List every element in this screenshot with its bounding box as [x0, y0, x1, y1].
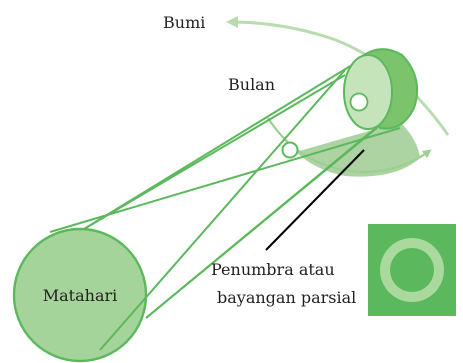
sun — [12, 227, 148, 363]
label-penumbra-line1: Penumbra atau — [211, 260, 335, 279]
label-moon: Bulan — [228, 75, 275, 94]
penumbra-inset — [368, 224, 456, 316]
light-beams — [49, 64, 401, 351]
moon-orbit-arrow — [267, 117, 432, 174]
earth — [343, 48, 418, 130]
penumbra-leader-line — [265, 149, 365, 251]
penumbra-shadow-region — [296, 122, 420, 177]
moon — [281, 141, 299, 159]
label-penumbra-line2: bayangan parsial — [217, 288, 356, 307]
earth-orbit-arrow — [226, 16, 450, 136]
label-earth: Bumi — [163, 13, 205, 32]
label-sun: Matahari — [43, 286, 118, 305]
